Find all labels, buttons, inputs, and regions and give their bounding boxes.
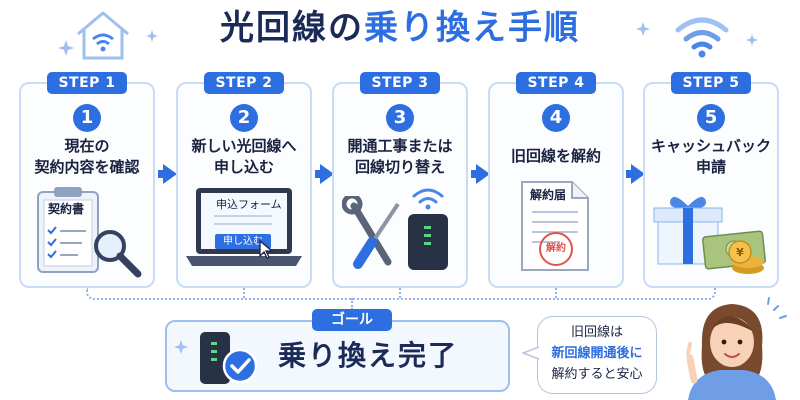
step-tab-5: STEP 5 bbox=[671, 72, 751, 94]
step-tab-2: STEP 2 bbox=[204, 72, 284, 94]
title-part2: 乗り換え手順 bbox=[364, 8, 580, 48]
step-tab-1: STEP 1 bbox=[47, 72, 127, 94]
step-tab-3: STEP 3 bbox=[360, 72, 440, 94]
cancellation-form-label: 解約届 bbox=[530, 188, 567, 202]
bubble-line2: 新回線開通後に bbox=[551, 346, 643, 361]
step-text-2: 新しい光回線へ 申し込む bbox=[176, 136, 312, 178]
step-text-4: 旧回線を解約 bbox=[488, 146, 624, 167]
contract-label: 契約書 bbox=[48, 202, 85, 216]
step-tab-4: STEP 4 bbox=[516, 72, 596, 94]
arrow-1-2-stem bbox=[158, 170, 166, 178]
arrow-4-5-stem bbox=[626, 170, 634, 178]
bubble-line1: 旧回線は bbox=[570, 325, 623, 340]
screwdriver-icon bbox=[353, 202, 400, 269]
sparkle-icon bbox=[146, 30, 158, 42]
step-number-3: 3 bbox=[386, 104, 414, 132]
connector-stem bbox=[351, 298, 353, 310]
step-number-2: 2 bbox=[230, 104, 258, 132]
step-number-5: 5 bbox=[697, 104, 725, 132]
arrow-2-3 bbox=[320, 164, 334, 184]
arrow-1-2 bbox=[163, 164, 177, 184]
svg-text:¥: ¥ bbox=[736, 246, 744, 259]
cursor-icon bbox=[259, 240, 274, 259]
step-text-1-line1: 現在の bbox=[64, 137, 110, 155]
form-title: 申込フォーム bbox=[216, 198, 282, 211]
wrench-icon bbox=[342, 196, 392, 266]
router-icon bbox=[408, 188, 448, 270]
title-part1: 光回線の bbox=[220, 8, 364, 48]
bubble-text: 旧回線は 新回線開通後に 解約すると安心 bbox=[537, 322, 657, 385]
goal-tab: ゴール bbox=[312, 309, 392, 331]
magnifier-icon bbox=[94, 230, 142, 278]
sparkle-icon bbox=[746, 34, 758, 46]
clipboard-icon bbox=[37, 187, 99, 273]
step-text-4-line1: 旧回線を解約 bbox=[510, 147, 601, 165]
arrow-3-4 bbox=[476, 164, 490, 184]
arrow-2-3-stem bbox=[315, 170, 323, 178]
sparkle-icon bbox=[174, 340, 188, 354]
check-icon bbox=[222, 348, 258, 384]
connector-stem bbox=[243, 288, 245, 298]
bubble-tail bbox=[522, 346, 540, 360]
arrow-4-5 bbox=[631, 164, 645, 184]
speech-bubble bbox=[537, 316, 657, 394]
step-text-1: 現在の 契約内容を確認 bbox=[19, 136, 155, 178]
connector-line bbox=[86, 288, 716, 300]
page-title: 光回線の乗り換え手順 bbox=[0, 6, 800, 50]
house-wifi-icon bbox=[77, 11, 129, 60]
step-text-5-line1: キャッシュバック bbox=[650, 137, 771, 155]
wifi-icon bbox=[675, 17, 729, 58]
step-text-3: 開通工事または 回線切り替え bbox=[332, 136, 468, 178]
step-number-1: 1 bbox=[73, 104, 101, 132]
sparkle-icon bbox=[636, 22, 650, 36]
arrow-3-4-stem bbox=[471, 170, 479, 178]
bubble-line3: 解約すると安心 bbox=[551, 367, 643, 382]
step-number-4: 4 bbox=[542, 104, 570, 132]
step-text-5: キャッシュバック 申請 bbox=[643, 136, 779, 178]
step-text-3-line1: 開通工事または bbox=[347, 137, 453, 155]
step-text-5-line2: 申請 bbox=[695, 158, 726, 176]
coin-icon: ¥ bbox=[728, 240, 764, 274]
woman-avatar bbox=[686, 297, 787, 400]
sparkle-icon bbox=[58, 40, 74, 56]
connector-stem bbox=[555, 288, 557, 298]
stamp-icon: 解約 bbox=[539, 232, 573, 266]
step-text-2-line1: 新しい光回線へ bbox=[191, 137, 297, 155]
apply-button[interactable]: 申し込む bbox=[215, 234, 271, 249]
step-text-2-line2: 申し込む bbox=[213, 158, 274, 176]
router-icon bbox=[200, 332, 230, 384]
goal-text: 乗り換え完了 bbox=[278, 339, 459, 372]
step-text-3-line2: 回線切り替え bbox=[354, 158, 445, 176]
connector-stem bbox=[399, 288, 401, 298]
step-text-1-line2: 契約内容を確認 bbox=[34, 158, 140, 176]
